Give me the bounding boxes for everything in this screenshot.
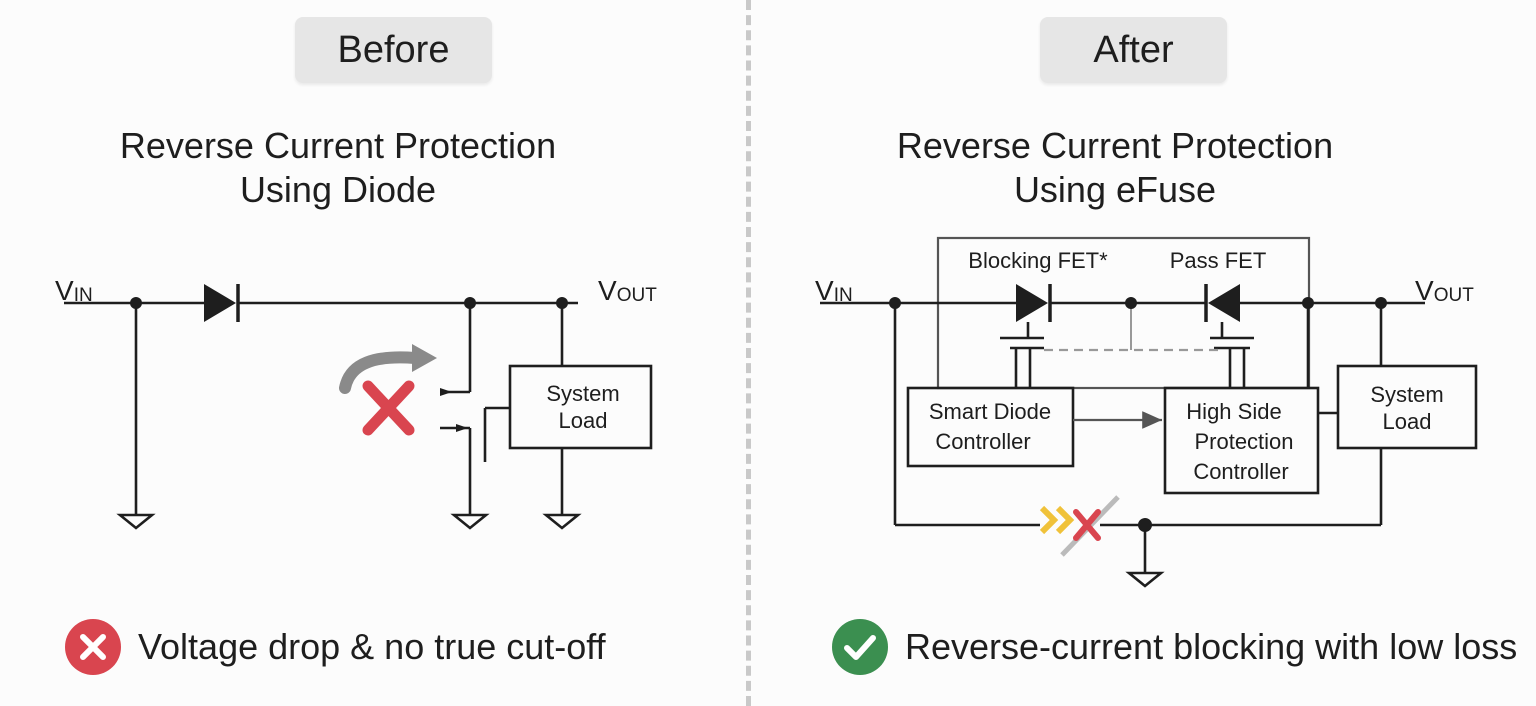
- after-high-side-box: [1163, 386, 1320, 495]
- before-reverse-arrow-icon: [339, 344, 437, 394]
- after-hs-label-1: High Side: [1186, 399, 1281, 424]
- after-blocked-reverse-icon: [1039, 495, 1120, 557]
- before-title: Reverse Current Protection Using Diode: [38, 124, 638, 212]
- before-title-line2: Using Diode: [239, 169, 437, 210]
- before-fet-arrows: [440, 388, 468, 432]
- after-pass-fet-label: Pass FET: [1170, 248, 1267, 273]
- red-x-icon: [65, 619, 121, 675]
- after-vin-label: VIN: [815, 275, 853, 306]
- before-circuit: [64, 301, 653, 530]
- green-check-icon: [832, 619, 888, 675]
- before-blocked-x-icon: [362, 380, 415, 436]
- before-load-label-2: Load: [559, 408, 608, 433]
- after-vout-label: VOUT: [1415, 275, 1474, 306]
- center-divider: [746, 0, 751, 706]
- after-title-line1: Reverse Current Protection: [896, 125, 1334, 166]
- after-blocking-fet-diode: [1016, 284, 1052, 322]
- before-diode: [204, 284, 240, 322]
- before-verdict-text: Voltage drop & no true cut-off: [138, 626, 606, 667]
- before-vin-label: VIN: [55, 275, 93, 306]
- after-blocking-fet-label: Blocking FET*: [968, 248, 1108, 273]
- after-system-load-box: [1336, 364, 1478, 450]
- after-load-label-2: Load: [1383, 409, 1432, 434]
- after-hs-label-3: Controller: [1193, 459, 1288, 484]
- after-verdict: Reverse-current blocking with low loss: [831, 618, 1517, 676]
- before-verdict: Voltage drop & no true cut-off: [64, 618, 606, 676]
- after-smart-diode-label-1: Smart Diode: [929, 399, 1051, 424]
- after-load-label-1: System: [1370, 382, 1443, 407]
- before-ground-symbol-1: [116, 513, 156, 530]
- after-pass-fet-diode: [1204, 284, 1240, 322]
- before-title-line1: Reverse Current Protection: [119, 125, 557, 166]
- after-verdict-text: Reverse-current blocking with low loss: [905, 626, 1518, 667]
- before-tag: Before: [295, 17, 492, 83]
- after-hs-label-2: Protection: [1194, 429, 1293, 454]
- before-load-label-1: System: [546, 381, 619, 406]
- after-smart-diode-label-2: Controller: [935, 429, 1030, 454]
- after-title: Reverse Current Protection Using eFuse: [815, 124, 1415, 212]
- before-ground-symbol-2: [450, 513, 490, 530]
- before-system-load-box: [508, 364, 653, 450]
- after-circuit: [820, 236, 1478, 588]
- after-junction-dots: [889, 297, 1387, 532]
- before-ground-symbol-3: [542, 513, 582, 530]
- before-vout-label: VOUT: [598, 275, 657, 306]
- after-title-line2: Using eFuse: [1013, 169, 1217, 210]
- before-junction-dots: [130, 297, 568, 309]
- after-tag: After: [1040, 17, 1227, 83]
- after-smart-diode-box: [906, 386, 1075, 468]
- after-ground-symbol: [1125, 571, 1165, 588]
